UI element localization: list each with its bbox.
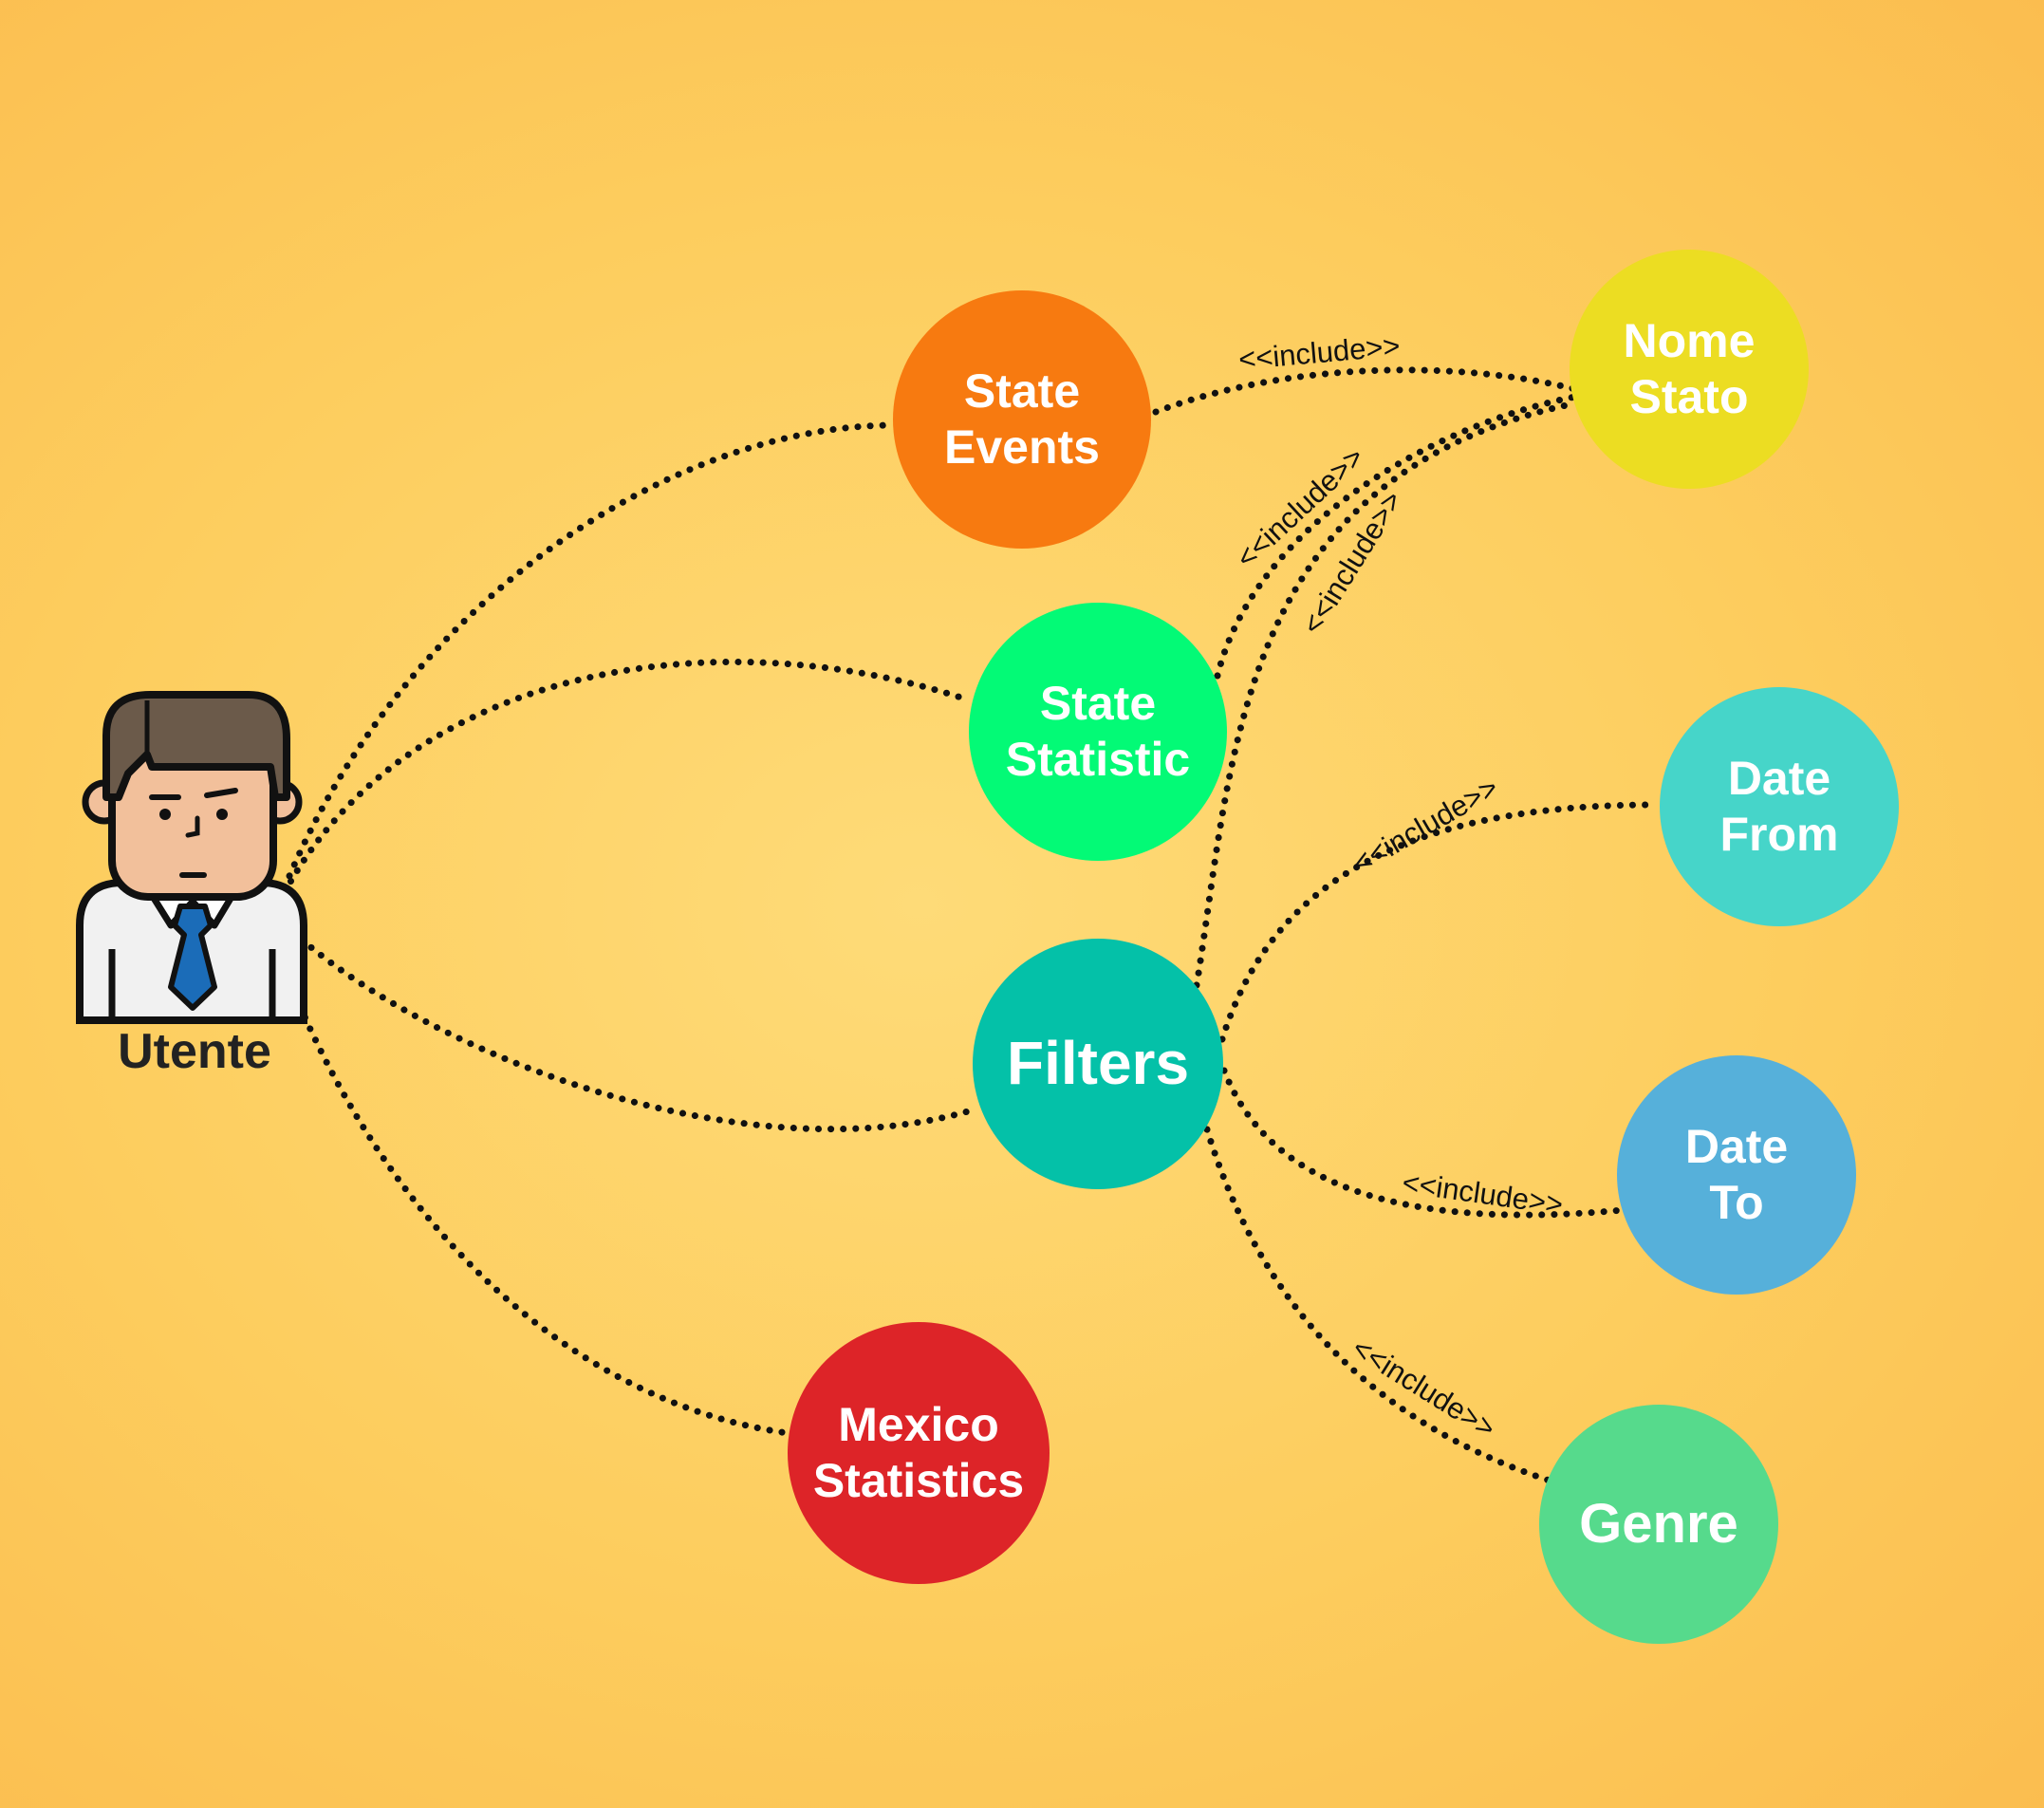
use-case-label-line: State bbox=[1039, 677, 1157, 730]
actor-label: Utente bbox=[118, 1024, 271, 1079]
use-case-filters bbox=[973, 939, 1223, 1189]
use-case-label-line: To bbox=[1709, 1176, 1764, 1229]
use-case-label-line: Statistics bbox=[812, 1454, 1025, 1507]
use-case-label-line: Nome bbox=[1623, 314, 1756, 367]
use-case-label-line: Genre bbox=[1579, 1492, 1738, 1555]
relation-actor-to-mexico-statistics bbox=[296, 1002, 791, 1437]
use-case-genre bbox=[1539, 1405, 1778, 1644]
use-case-label-line: From bbox=[1719, 808, 1839, 861]
relation-actor-to-state-statistic bbox=[281, 658, 974, 896]
use-case-label-line: Date bbox=[1727, 752, 1831, 805]
relation-actor-to-filters bbox=[298, 936, 981, 1133]
use-case-date-to bbox=[1617, 1055, 1856, 1295]
use-case-label-line: Events bbox=[944, 420, 1100, 474]
use-case-label-line: State bbox=[963, 364, 1081, 418]
relation-filters-to-genre bbox=[1203, 1126, 1553, 1484]
use-case-state-statistic bbox=[969, 603, 1227, 861]
use-case-label-genre: Genre bbox=[1539, 1405, 1778, 1644]
use-case-nome-stato bbox=[1570, 250, 1809, 489]
relation-filters-to-date-from bbox=[1218, 801, 1650, 1043]
edges bbox=[281, 366, 1650, 1484]
relation-state-statistic-to-nome-stato bbox=[1214, 393, 1579, 680]
relation-actor-to-state-events bbox=[281, 421, 896, 891]
use-case-label-filters: Filters bbox=[973, 939, 1223, 1189]
use-case-date-from bbox=[1660, 687, 1899, 926]
use-case-state-events bbox=[893, 290, 1151, 549]
relation-state-events-to-nome-stato bbox=[1152, 366, 1579, 416]
use-case-label-line: Mexico bbox=[838, 1398, 999, 1451]
use-case-label-line: Statistic bbox=[1005, 733, 1191, 786]
use-case-label-line: Date bbox=[1684, 1120, 1789, 1173]
use-case-label-line: Filters bbox=[1006, 1029, 1190, 1098]
use-case-label-line: Stato bbox=[1629, 370, 1749, 423]
use-case-mexico-statistics bbox=[788, 1322, 1050, 1584]
nodes bbox=[788, 250, 1899, 1644]
relation-filters-to-nome-stato bbox=[1193, 400, 1579, 989]
user-avatar-icon bbox=[76, 691, 307, 1024]
